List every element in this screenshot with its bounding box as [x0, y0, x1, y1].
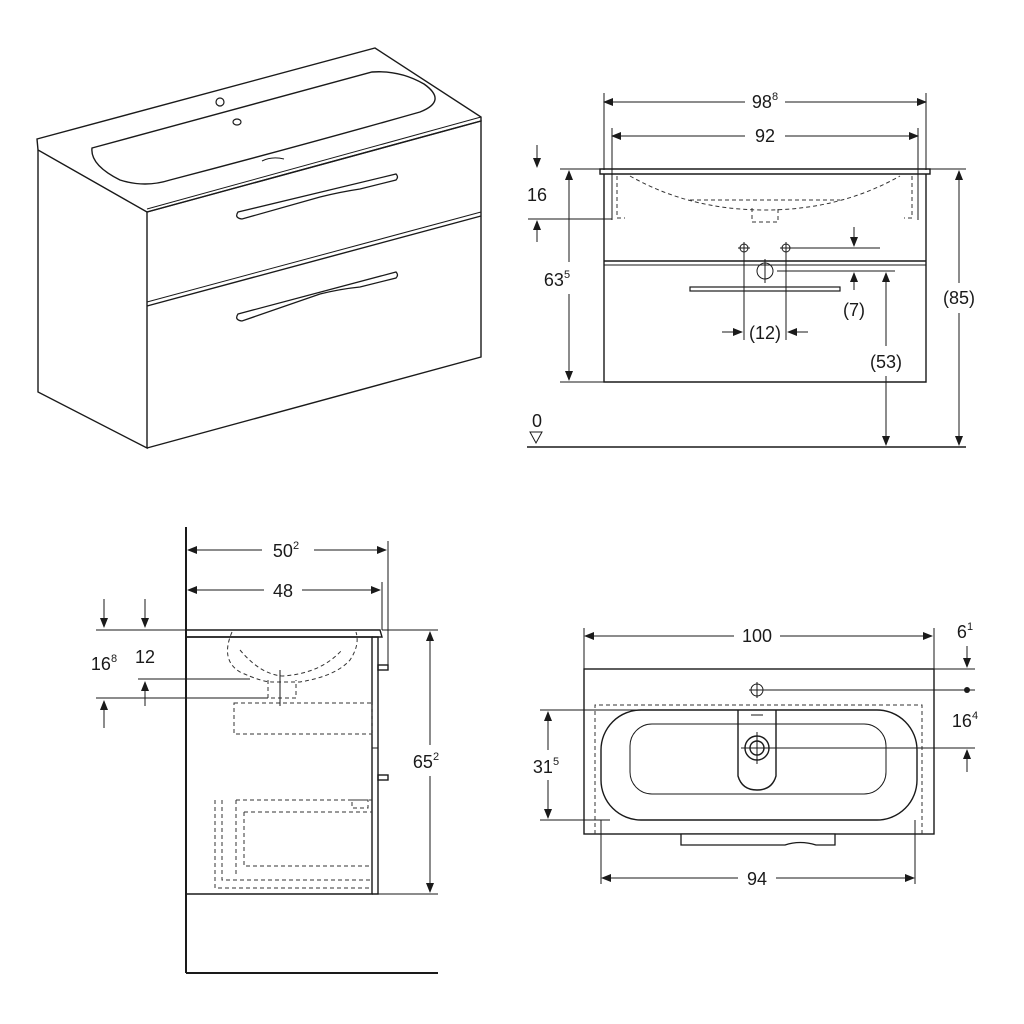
dim-side-cabinet-depth: 48	[273, 581, 293, 601]
dim-side-overall-depth: 502	[273, 540, 299, 561]
top-view-handle	[680, 833, 836, 846]
drain-top-icon	[741, 732, 773, 764]
dim-top-cabinet-width: 94	[747, 869, 767, 889]
isometric-view	[36, 47, 482, 450]
front-drawer-handle	[689, 286, 841, 292]
dim-front-basin-thickness: 16	[527, 185, 547, 205]
dim-front-cabinet-height: 635	[544, 269, 570, 290]
dim-front-total-height: (85)	[943, 288, 975, 308]
side-view: 502 48 168 12 652	[91, 527, 439, 974]
dim-front-drain-offset: (7)	[843, 300, 865, 320]
dim-front-cabinet-width: 92	[755, 126, 775, 146]
top-view: 100 61 164 315 94	[533, 621, 978, 889]
dim-top-tap-to-drain: 164	[952, 710, 978, 731]
dim-top-overall-width: 100	[742, 626, 772, 646]
dim-top-drain-depth: 315	[533, 756, 559, 777]
dim-top-tap-offset: 61	[957, 621, 973, 642]
drain-marker-icon	[756, 259, 774, 283]
dim-side-basin-depth-b: 12	[135, 647, 155, 667]
floor-level-label: 0	[532, 411, 542, 431]
overflow-icon	[232, 118, 242, 126]
drawer-handle-top	[236, 173, 399, 220]
dim-side-cabinet-height: 652	[413, 751, 439, 772]
dim-front-overall-width: 988	[752, 91, 778, 112]
dim-side-basin-depth-a: 168	[91, 653, 117, 674]
tap-hole-icon	[215, 97, 225, 107]
drawer-handle-bottom	[236, 271, 399, 322]
tap-hole-top-icon	[749, 682, 765, 698]
dim-front-siphon-spacing: (12)	[749, 323, 781, 343]
dim-front-drain-height: (53)	[870, 352, 902, 372]
siphon-marker-left-icon	[738, 242, 750, 254]
front-view: 988 92 16 635 (85) (7) (12) (53) 0	[527, 91, 975, 448]
